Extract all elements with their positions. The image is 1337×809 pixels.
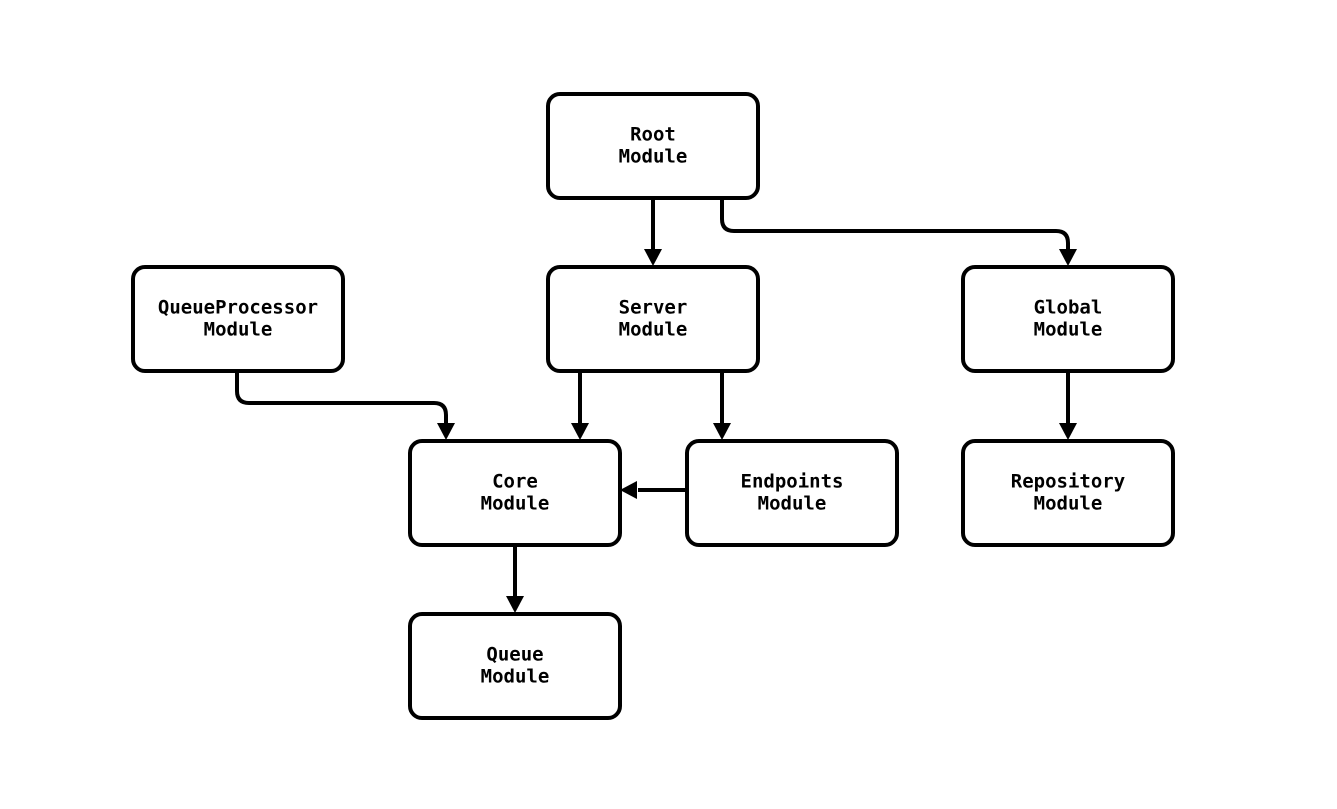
node-root-label-line2: Module <box>619 146 688 168</box>
node-queueprocessor-label-line2: Module <box>204 319 273 341</box>
node-global-box[interactable] <box>961 265 1175 373</box>
node-root-label-line1: Root <box>630 124 676 146</box>
node-root-box[interactable] <box>546 92 760 200</box>
edge-root-to-global <box>720 198 1070 249</box>
node-endpoints-label-line2: Module <box>758 493 827 515</box>
node-queue-label-line2: Module <box>481 666 550 688</box>
node-repository-box[interactable] <box>961 439 1175 547</box>
arrowheads-layer <box>437 249 1077 613</box>
node-repository-label-line1: Repository <box>1011 471 1125 493</box>
arrow-server-endpoints-icon <box>713 423 731 440</box>
node-queue-box[interactable] <box>408 612 622 720</box>
node-global-label-line2: Module <box>1034 319 1103 341</box>
node-endpoints-box[interactable] <box>685 439 899 547</box>
arrow-global-repository-icon <box>1059 423 1077 440</box>
arrow-endpoints-core-icon <box>620 481 637 499</box>
edge-queueprocessor-to-core <box>235 371 448 423</box>
node-global-label-line1: Global <box>1034 297 1103 319</box>
node-endpoints-label-line1: Endpoints <box>741 471 844 493</box>
nodes-layer: RootModuleQueueProcessorModuleServerModu… <box>131 92 1175 720</box>
node-server-box[interactable] <box>546 265 760 373</box>
node-queueprocessor-label-line1: QueueProcessor <box>158 297 318 319</box>
node-server-label-line1: Server <box>619 297 688 319</box>
arrow-root-global-icon <box>1059 249 1077 266</box>
node-queueprocessor-box[interactable] <box>131 265 345 373</box>
node-repository-label-line2: Module <box>1034 493 1103 515</box>
node-core-label-line1: Core <box>492 471 538 493</box>
arrow-queueprocessor-core-icon <box>437 423 455 440</box>
edges-layer <box>235 198 1070 596</box>
node-core-box[interactable] <box>408 439 622 547</box>
node-core-label-line2: Module <box>481 493 550 515</box>
arrow-root-server-icon <box>644 249 662 266</box>
arrow-core-queue-icon <box>506 596 524 613</box>
node-server-label-line2: Module <box>619 319 688 341</box>
arrow-server-core-icon <box>571 423 589 440</box>
node-queue-label-line1: Queue <box>486 644 543 666</box>
